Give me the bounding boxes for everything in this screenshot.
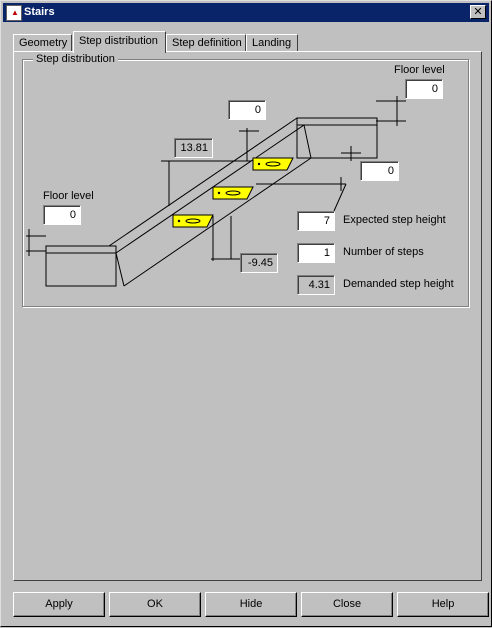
horizontal-dimension-field: 13.81 xyxy=(174,138,213,158)
step-2 xyxy=(212,186,254,200)
tab-step-definition[interactable]: Step definition xyxy=(166,34,246,52)
close-window-button[interactable]: ✕ xyxy=(470,5,486,19)
help-button[interactable]: Help xyxy=(397,592,489,617)
tab-geometry[interactable]: Geometry xyxy=(13,34,72,52)
top-offset-field[interactable]: 0 xyxy=(228,100,266,120)
demanded-step-height-label: Demanded step height xyxy=(343,278,454,290)
title-bar[interactable]: ▲ Stairs ✕ xyxy=(3,3,489,22)
floor-level-bottom-field[interactable]: 0 xyxy=(43,205,81,225)
number-of-steps-label: Number of steps xyxy=(343,246,424,258)
apply-button[interactable]: Apply xyxy=(13,592,105,617)
top-landing xyxy=(296,117,378,159)
floor-level-top-field[interactable]: 0 xyxy=(405,79,443,99)
demanded-step-height-field: 4.31 xyxy=(297,275,335,295)
tab-step-distribution[interactable]: Step distribution xyxy=(73,31,166,53)
floor-level-bottom-label: Floor level xyxy=(43,190,94,202)
step-3 xyxy=(252,157,294,171)
step-markers xyxy=(172,157,294,228)
hide-button[interactable]: Hide xyxy=(205,592,297,617)
expected-step-height-field[interactable]: 7 xyxy=(297,211,335,231)
tab-landing[interactable]: Landing xyxy=(246,34,298,52)
step-1 xyxy=(172,214,214,228)
number-of-steps-field[interactable]: 1 xyxy=(297,243,335,263)
stair-outline xyxy=(26,96,406,287)
bottom-landing xyxy=(45,245,117,287)
floor-level-top-label: Floor level xyxy=(394,64,445,76)
group-label: Step distribution xyxy=(33,53,118,65)
expected-step-height-label: Expected step height xyxy=(343,214,446,226)
right-offset-field[interactable]: 0 xyxy=(360,161,399,181)
step-distribution-group xyxy=(22,59,469,307)
ok-button[interactable]: OK xyxy=(109,592,201,617)
window-title: Stairs xyxy=(24,6,55,18)
close-button[interactable]: Close xyxy=(301,592,393,617)
vertical-dimension-field: -9.45 xyxy=(240,253,278,273)
stairs-app-icon: ▲ xyxy=(6,5,22,21)
tab-panel xyxy=(13,51,482,581)
